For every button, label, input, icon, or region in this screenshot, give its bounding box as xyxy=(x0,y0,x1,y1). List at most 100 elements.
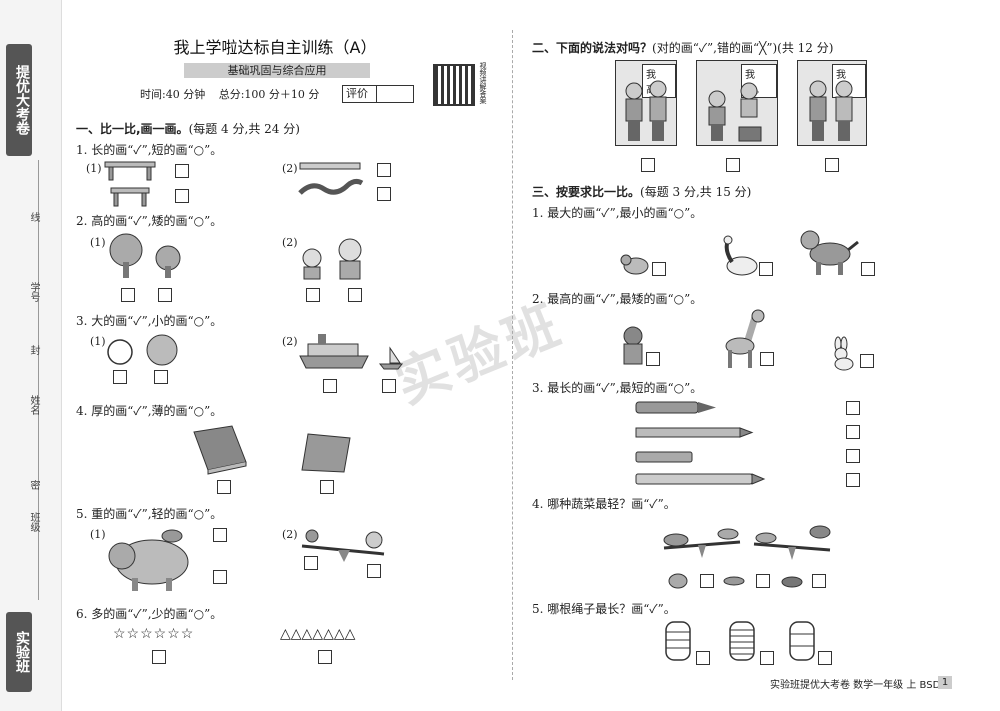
side-field-seal: 封 xyxy=(28,345,39,355)
long-bench-icon xyxy=(104,161,156,181)
trees-icon xyxy=(109,233,181,278)
answer-box[interactable] xyxy=(652,262,666,276)
section3-points: (每题 3 分,共 15 分) xyxy=(640,185,752,199)
answer-box[interactable] xyxy=(213,570,227,584)
answer-box[interactable] xyxy=(846,473,860,487)
section2-points: (对的画“✓”,错的画“╳”)(共 12 分) xyxy=(652,41,834,55)
footer-text: 实验班提优大考卷 数学一年级 上 BSD xyxy=(770,680,941,691)
giraffe-icon xyxy=(725,309,765,368)
boy-girl-on-box-icon xyxy=(708,82,762,142)
picture-panel-1: 我高。 xyxy=(615,60,677,146)
answer-box[interactable] xyxy=(825,158,839,172)
seesaw-bird-cat-icon xyxy=(301,529,385,562)
answer-box[interactable] xyxy=(759,262,773,276)
r-q5-prompt: 5. 哪根绳子最长？画“✓”。 xyxy=(532,602,676,616)
answer-box[interactable] xyxy=(306,288,320,302)
thin-book-icon xyxy=(301,433,351,473)
q3-sub1-label: (1) xyxy=(90,335,106,348)
balls-icon xyxy=(107,334,178,366)
answer-box[interactable] xyxy=(304,556,318,570)
goose-icon xyxy=(723,235,758,276)
answer-box[interactable] xyxy=(641,158,655,172)
total-score: 总分:100 分＋10 分 xyxy=(218,88,320,101)
answer-box[interactable] xyxy=(320,480,334,494)
r-q2-prompt: 2. 最高的画“✓”,最矮的画“○”。 xyxy=(532,292,703,306)
answer-box[interactable] xyxy=(818,651,832,665)
side-field-line: 线 xyxy=(28,212,39,222)
rabbit-icon xyxy=(834,336,854,371)
answer-box[interactable] xyxy=(175,189,189,203)
answer-box[interactable] xyxy=(846,425,860,439)
answer-box[interactable] xyxy=(213,528,227,542)
answer-box[interactable] xyxy=(377,163,391,177)
evaluation-field[interactable]: 评价 xyxy=(342,85,414,103)
answer-box[interactable] xyxy=(382,379,396,393)
answer-box[interactable] xyxy=(812,574,826,588)
caterpillar-icon xyxy=(298,162,364,195)
side-field-class: 班级 xyxy=(28,512,39,532)
side-field-secret: 密 xyxy=(28,480,39,490)
boy-girl-icon xyxy=(809,80,853,141)
answer-box[interactable] xyxy=(158,288,172,302)
binding-line xyxy=(38,160,39,600)
answer-box[interactable] xyxy=(700,574,714,588)
section1-heading: 一、比一比,画一画。(每题 4 分,共 24 分) xyxy=(76,120,300,137)
vegetables-row-icon xyxy=(668,573,803,589)
answer-box[interactable] xyxy=(860,354,874,368)
q1-prompt: 1. 长的画“✓”,短的画“○”。 xyxy=(76,143,223,157)
qr-code-icon[interactable] xyxy=(433,64,475,106)
bear-icon xyxy=(623,326,643,365)
evaluation-label: 评价 xyxy=(346,87,368,100)
qr-caption: 视频讲解答案 xyxy=(479,62,487,104)
section1-title: 一、比一比,画一画。 xyxy=(76,122,189,136)
answer-box[interactable] xyxy=(696,651,710,665)
answer-box[interactable] xyxy=(175,164,189,178)
page-subtitle: 基础巩固与综合应用 xyxy=(184,63,370,78)
answer-box[interactable] xyxy=(217,480,231,494)
q5-prompt: 5. 重的画“✓”,轻的画“○”。 xyxy=(76,507,223,521)
answer-box[interactable] xyxy=(861,262,875,276)
answer-box[interactable] xyxy=(646,352,660,366)
brand-tab-bottom: 实验班 xyxy=(6,612,32,692)
q1-sub1-label: (1) xyxy=(86,162,102,175)
side-field-name: 姓名 xyxy=(28,395,39,415)
q1-sub2-label: (2) xyxy=(282,162,298,175)
column-divider xyxy=(512,30,513,680)
section3-heading: 三、按要求比一比。(每题 3 分,共 15 分) xyxy=(532,183,751,200)
side-field-student-id: 学号 xyxy=(28,282,39,302)
q2-sub1-label: (1) xyxy=(90,236,106,249)
answer-box[interactable] xyxy=(377,187,391,201)
vegetable-balance-icon xyxy=(663,525,831,560)
answer-box[interactable] xyxy=(154,370,168,384)
short-bench-icon xyxy=(110,187,150,207)
rope-coils-icon xyxy=(665,621,815,661)
answer-box[interactable] xyxy=(760,352,774,366)
q4-prompt: 4. 厚的画“✓”,薄的画“○”。 xyxy=(76,404,223,418)
brand-tab-top: 提优大考卷 xyxy=(6,44,32,156)
exam-info: 时间:40 分钟 总分:100 分＋10 分 xyxy=(140,86,319,102)
picture-panel-3: 我高。 xyxy=(797,60,867,146)
answer-box[interactable] xyxy=(726,158,740,172)
answer-box[interactable] xyxy=(152,650,166,664)
answer-box[interactable] xyxy=(760,651,774,665)
time-limit: 时间:40 分钟 xyxy=(140,88,206,101)
answer-box[interactable] xyxy=(323,379,337,393)
q2-sub2-label: (2) xyxy=(282,236,298,249)
answer-box[interactable] xyxy=(846,449,860,463)
r-q3-prompt: 3. 最长的画“✓”,最短的画“○”。 xyxy=(532,381,703,395)
r-q1-prompt: 1. 最大的画“✓”,最小的画“○”。 xyxy=(532,206,703,220)
pens-and-pencils-icon xyxy=(635,401,766,485)
answer-box[interactable] xyxy=(756,574,770,588)
section3-title: 三、按要求比一比。 xyxy=(532,185,641,199)
page-number: 1 xyxy=(938,676,952,689)
answer-box[interactable] xyxy=(113,370,127,384)
answer-box[interactable] xyxy=(318,650,332,664)
answer-box[interactable] xyxy=(348,288,362,302)
q5-sub1-label: (1) xyxy=(90,528,106,541)
answer-box[interactable] xyxy=(846,401,860,415)
stars-row: ☆☆☆☆☆☆ xyxy=(113,626,195,642)
answer-box[interactable] xyxy=(367,564,381,578)
answer-box[interactable] xyxy=(121,288,135,302)
girls-icon xyxy=(302,238,362,280)
chick-icon xyxy=(620,254,649,275)
